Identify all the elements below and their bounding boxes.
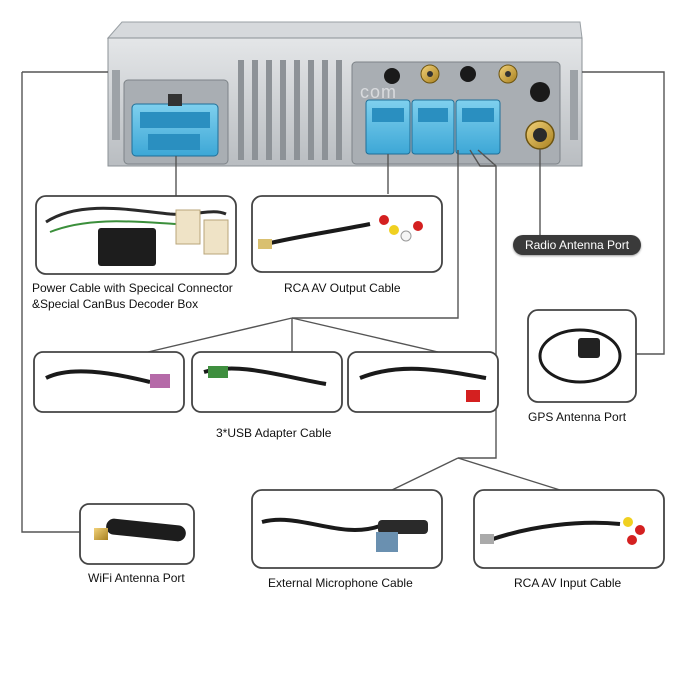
radio-antenna-socket xyxy=(525,120,555,150)
leader-lines xyxy=(21,71,665,533)
power-connector xyxy=(131,94,219,157)
label-power-cable-line2: &Special CanBus Decoder Box xyxy=(32,297,199,311)
watermark-text: com xyxy=(360,82,398,102)
box-wifi-antenna xyxy=(79,503,195,565)
antenna-ports xyxy=(384,64,550,102)
box-rca-av-output xyxy=(251,195,443,273)
box-external-mic xyxy=(251,489,443,569)
box-gps-antenna xyxy=(527,309,637,403)
vent-slots xyxy=(238,60,342,160)
box-usb-3 xyxy=(347,351,499,413)
label-rca-av-input-cable: RCA AV Input Cable xyxy=(514,576,622,590)
label-wifi-antenna-port: WiFi Antenna Port xyxy=(88,571,185,585)
label-power-cable-line1: Power Cable with Specical Connector xyxy=(32,281,233,295)
av-connectors xyxy=(365,99,501,155)
label-external-microphone-cable: External Microphone Cable xyxy=(268,576,413,590)
label-rca-av-output: RCA AV Output Cable xyxy=(284,281,401,295)
label-gps-antenna-port: GPS Antenna Port xyxy=(528,410,627,424)
label-radio-antenna-port: Radio Antenna Port xyxy=(513,235,641,255)
box-rca-av-input xyxy=(473,489,665,569)
label-usb-adapter: 3*USB Adapter Cable xyxy=(216,426,332,440)
box-usb-2 xyxy=(191,351,343,413)
box-power-cable xyxy=(35,195,237,275)
box-usb-1 xyxy=(33,351,185,413)
